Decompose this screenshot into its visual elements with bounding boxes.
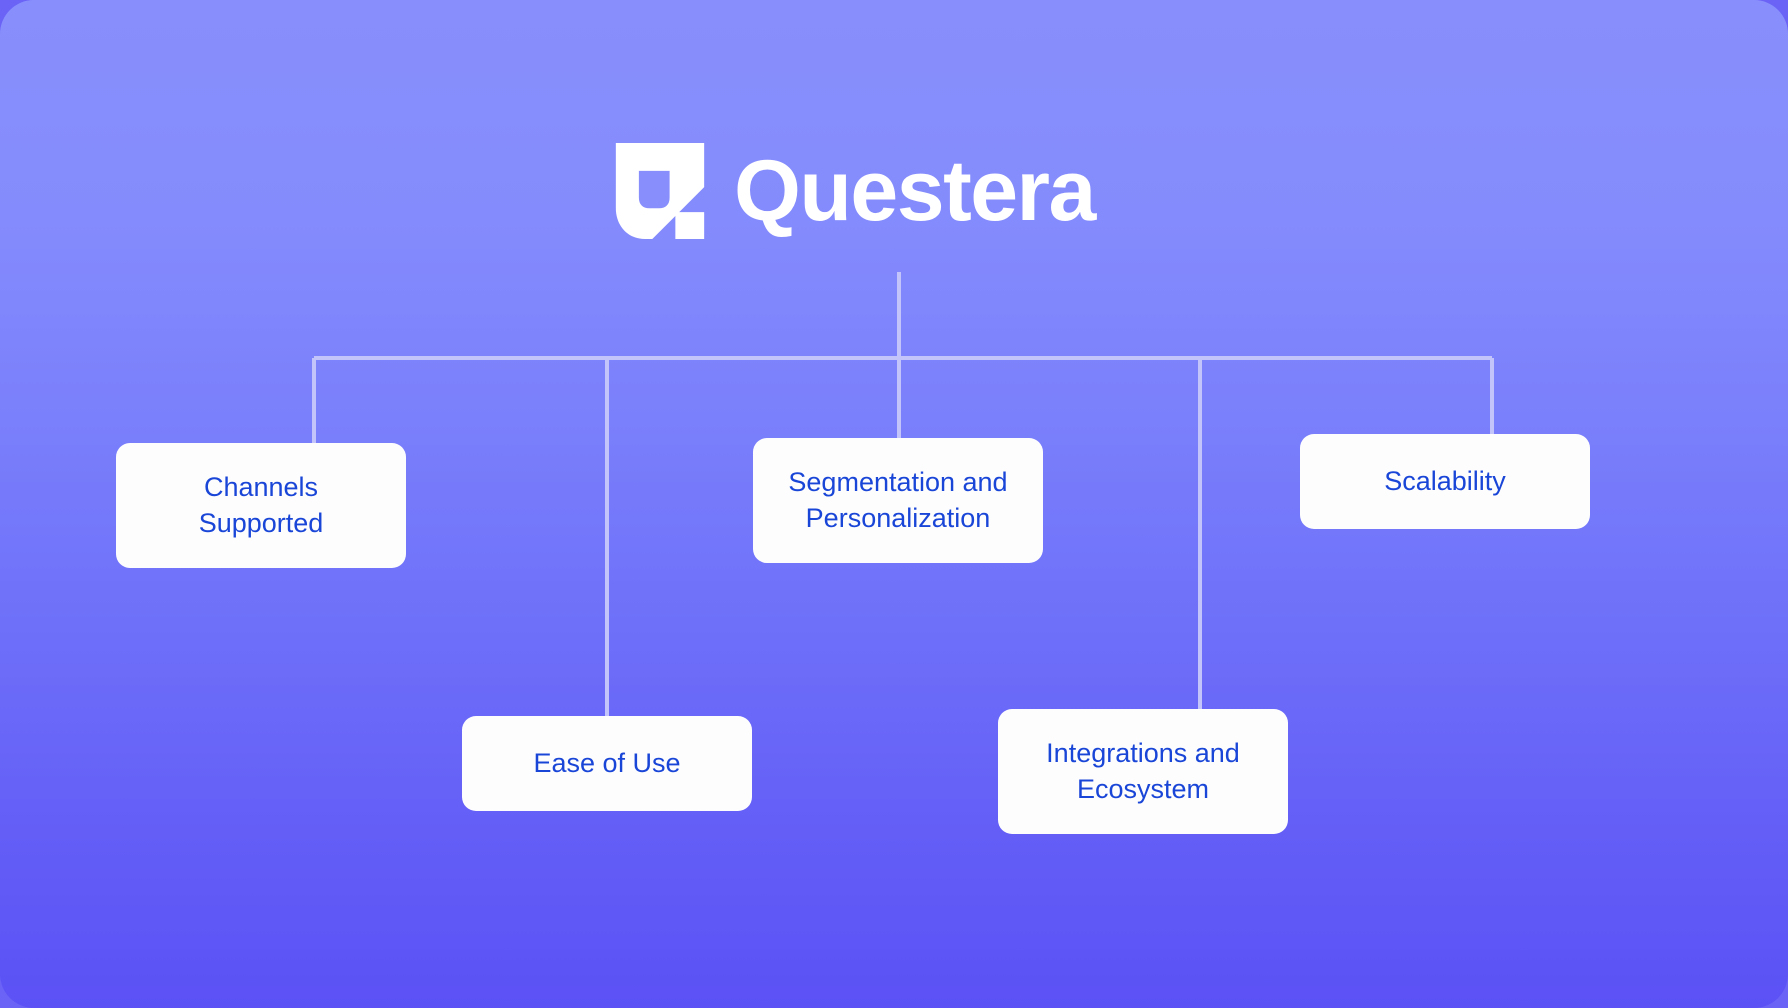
node-label: Segmentation and Personalization <box>788 466 1008 533</box>
brand-logo: Questera <box>612 143 1096 239</box>
node-channels-supported[interactable]: Channels Supported <box>116 443 406 568</box>
node-scalability[interactable]: Scalability <box>1300 434 1590 529</box>
brand-wordmark: Questera <box>734 143 1096 239</box>
node-segmentation-and-personalization[interactable]: Segmentation and Personalization <box>753 438 1043 563</box>
node-ease-of-use[interactable]: Ease of Use <box>462 716 752 811</box>
questera-logo-mark <box>615 143 705 239</box>
node-integrations-and-ecosystem[interactable]: Integrations and Ecosystem <box>998 709 1288 834</box>
node-label: Scalability <box>1384 465 1506 496</box>
node-label: Channels Supported <box>198 471 324 538</box>
node-label: Integrations and Ecosystem <box>1046 737 1240 804</box>
node-label: Ease of Use <box>533 747 681 778</box>
